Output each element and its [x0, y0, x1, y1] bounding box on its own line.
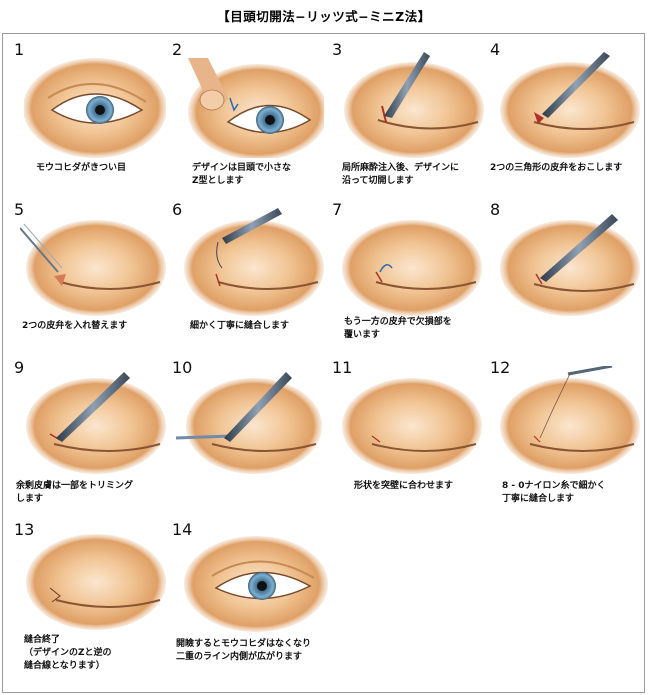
step-number: 6 — [172, 200, 183, 219]
nylon-suture-illustration — [494, 366, 640, 474]
step-13: 13 縫合終了 （デザインのZと逆の 縫合線となります） — [14, 520, 174, 680]
step-number: 2 — [172, 40, 183, 59]
flap-swap-illustration — [20, 210, 166, 316]
step-number: 14 — [172, 520, 193, 539]
step-2: 2 デザインは目頭で小さな Z型とします — [172, 40, 332, 200]
step-caption: デザインは目頭で小さな Z型とします — [192, 163, 292, 186]
step-number: 10 — [172, 358, 193, 377]
suture-flap-illustration — [494, 208, 640, 316]
step-number: 9 — [14, 358, 25, 377]
step-number: 8 — [490, 200, 501, 219]
step-9: 9 余剰皮膚は一部をトリミング します — [14, 358, 174, 518]
step-11: 11 形状を突壁に合わせます — [332, 358, 492, 518]
shape-adjust-illustration — [336, 366, 482, 474]
step-number: 13 — [14, 520, 35, 539]
step-caption: モウコヒダがきつい目 — [36, 163, 127, 173]
flap-illustration — [494, 52, 640, 158]
step-caption: 8 - 0ナイロン糸で細かく 丁寧に縫合します — [502, 481, 606, 504]
step-number: 3 — [332, 40, 343, 59]
step-caption: 2つの三角形の皮弁をおこします — [490, 163, 623, 173]
step-number: 1 — [14, 40, 25, 59]
step-number: 12 — [490, 358, 511, 377]
step-caption: 形状を突壁に合わせます — [354, 481, 454, 491]
result-open-eye-illustration — [178, 528, 328, 632]
step-3: 3 局所麻酔注入後、デザインに 沿って切開します — [332, 40, 492, 200]
step-7: 7 もう一方の皮弁で欠損部を 覆います — [332, 200, 492, 360]
step-6: 6 細かく丁寧に縫合します — [172, 200, 332, 360]
step-number: 4 — [490, 40, 501, 59]
figure-frame — [2, 33, 645, 693]
step-caption: もう一方の皮弁で欠損部を 覆います — [344, 317, 452, 340]
step-caption: 細かく丁寧に縫合します — [190, 321, 290, 331]
step-1: 1 モウコヒダがきつい目 — [14, 40, 174, 200]
step-caption: 縫合終了 （デザインのZと逆の 縫合線となります） — [24, 635, 112, 671]
trimming-illustration — [20, 366, 166, 474]
step-10: 10 — [172, 358, 332, 518]
step-8: 8 — [490, 200, 648, 360]
step-5: 5 2つの皮弁を入れ替えます — [14, 200, 174, 360]
incision-illustration — [338, 52, 484, 158]
suture-illustration — [178, 208, 324, 316]
step-number: 7 — [332, 200, 343, 219]
cover-defect-illustration — [336, 210, 482, 316]
sutured-closed-illustration — [20, 524, 166, 632]
step-caption: 余剰皮膚は一部をトリミング します — [16, 481, 134, 504]
step-number: 5 — [14, 200, 25, 219]
step-caption: 局所麻酔注入後、デザインに 沿って切開します — [342, 163, 460, 186]
step-number: 11 — [332, 358, 353, 377]
step-4: 4 2つの三角形の皮弁をおこします — [490, 40, 648, 200]
step-14: 14 開瞼するとモウコヒダはなくなり 二重のライン内側が広がります — [172, 520, 332, 680]
step-caption: 2つの皮弁を入れ替えます — [22, 321, 128, 331]
step-caption: 開瞼するとモウコヒダはなくなり 二重のライン内側が広がります — [176, 639, 312, 662]
page-title: 【目頭切開法−リッツ式−ミニZ法】 — [217, 9, 431, 24]
open-eye-illustration — [24, 58, 166, 158]
step-12: 12 8 - 0ナイロン糸で細かく 丁寧に縫合します — [490, 358, 648, 518]
scissors-illustration — [176, 366, 322, 474]
design-z-illustration — [178, 58, 324, 158]
